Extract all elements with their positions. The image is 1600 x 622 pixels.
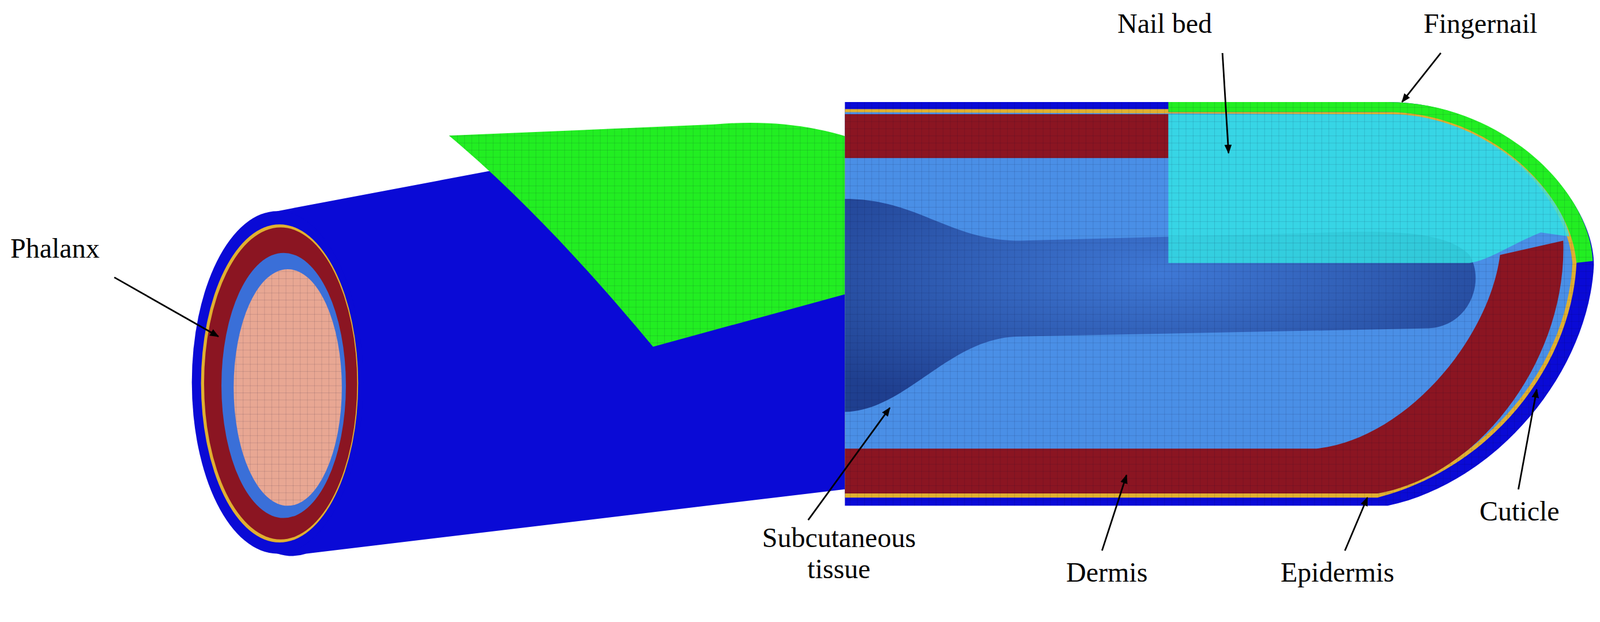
subcutaneous-ring [221, 253, 346, 519]
dermis-ring [204, 227, 357, 540]
part-label: Phalanx [10, 232, 100, 265]
leader-arrow [1222, 53, 1229, 153]
part-label: Nail bed [1117, 8, 1212, 40]
leader-arrow [1518, 389, 1537, 490]
part-label: Cuticle [1479, 495, 1560, 527]
leader-arrows [114, 53, 1537, 551]
part-label: Dermis [1066, 556, 1148, 589]
part-label: Fingernail [1423, 8, 1538, 40]
mesh-overlay [844, 102, 1594, 506]
part-label: Epidermis [1280, 556, 1395, 589]
epidermis-ring [201, 224, 359, 543]
leader-arrow [1345, 497, 1368, 551]
mesh-overlay [233, 269, 342, 506]
finger-cross-section [844, 102, 1594, 506]
end-cap [192, 211, 364, 554]
leader-arrow [1402, 53, 1441, 103]
part-label: Subcutaneous tissue [751, 522, 927, 585]
leader-arrow [808, 408, 891, 521]
leader-arrow [1101, 475, 1127, 551]
outer-layer [844, 102, 1594, 506]
leader-arrow [114, 277, 219, 337]
phalanx-section [233, 269, 342, 506]
